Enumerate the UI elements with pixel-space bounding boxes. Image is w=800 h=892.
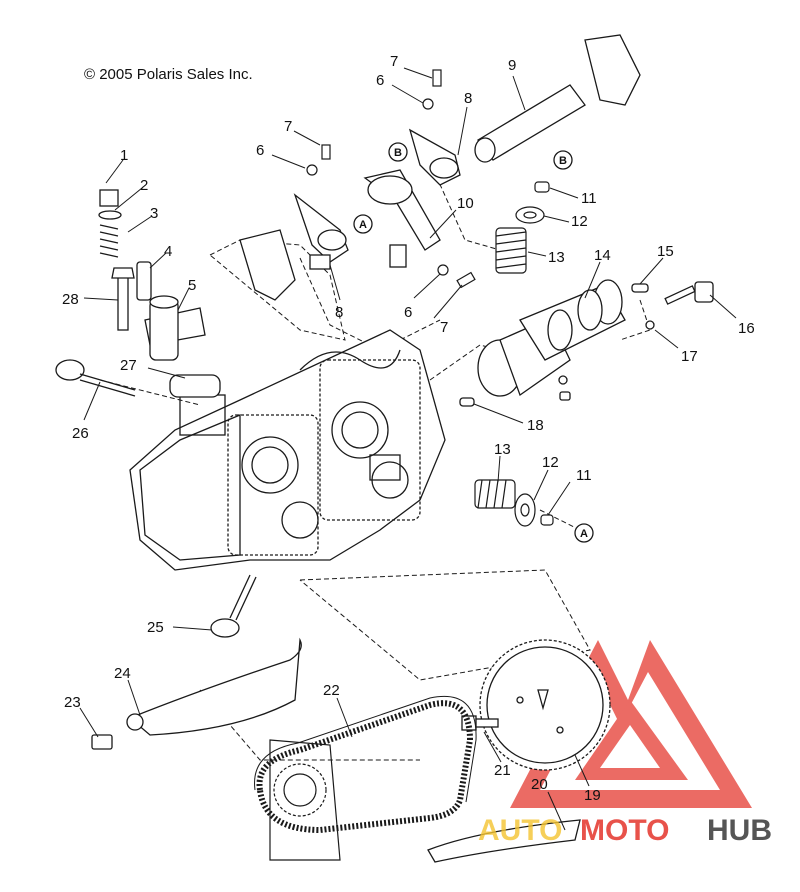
callout-18: 18	[527, 417, 544, 434]
callout-1: 1	[120, 147, 128, 164]
callout-22: 22	[323, 682, 340, 699]
valve-springs	[474, 181, 554, 527]
ref-marker-b-1: B	[394, 147, 402, 159]
callout-6-a: 6	[376, 72, 384, 89]
adjusters	[306, 69, 476, 289]
watermark-logo	[510, 640, 752, 808]
callout-8-a: 8	[464, 90, 472, 107]
callout-9: 9	[508, 57, 516, 74]
callout-3: 3	[150, 205, 158, 222]
callout-13-b: 13	[494, 441, 511, 458]
tensioner-assembly	[98, 189, 221, 398]
timing-chain-outline	[254, 695, 477, 803]
camshaft	[459, 279, 714, 407]
callout-16: 16	[738, 320, 755, 337]
crank-sprocket	[269, 739, 341, 861]
callout-26: 26	[72, 425, 89, 442]
callout-28: 28	[62, 291, 79, 308]
watermark-text: AUTO MOTO HUB	[478, 814, 772, 847]
cylinder-head	[129, 329, 446, 571]
callout-7-c: 7	[440, 319, 448, 336]
callout-15: 15	[657, 243, 674, 260]
callout-11-a: 11	[581, 190, 597, 207]
chain-guides	[91, 637, 581, 863]
cam-sprocket	[479, 639, 611, 771]
callout-6-b: 6	[256, 142, 264, 159]
callout-12-b: 12	[542, 454, 559, 471]
callout-19: 19	[584, 787, 601, 804]
ref-marker-b-2: B	[559, 155, 567, 167]
rocker-shaft	[239, 34, 641, 301]
ref-marker-a-2: A	[580, 528, 588, 540]
callout-5: 5	[188, 277, 196, 294]
ref-marker-a-1: A	[359, 219, 367, 231]
watermark-moto: MOTO	[580, 814, 669, 847]
callout-24: 24	[114, 665, 131, 682]
valves	[55, 359, 257, 638]
watermark-hub: HUB	[707, 814, 772, 847]
guide-lines	[99, 139, 651, 761]
callout-25: 25	[147, 619, 164, 636]
callout-4: 4	[164, 243, 172, 260]
callout-12-a: 12	[571, 213, 588, 230]
rocker-arms	[293, 128, 461, 270]
callout-21: 21	[494, 762, 511, 779]
callout-8-b: 8	[335, 304, 343, 321]
watermark-auto: AUTO	[478, 814, 562, 847]
callout-23: 23	[64, 694, 81, 711]
callout-20: 20	[531, 776, 548, 793]
callout-14: 14	[594, 247, 611, 264]
callout-2: 2	[140, 177, 148, 194]
callout-17: 17	[681, 348, 698, 365]
copyright-notice: © 2005 Polaris Sales Inc.	[84, 66, 253, 83]
callout-27: 27	[120, 357, 137, 374]
leader-lines	[79, 67, 737, 831]
callout-labels: 1 2 3 4 5 6 6 6 7 7 7 8 8 9 10 11 11 12 …	[62, 53, 755, 804]
callout-11-b: 11	[576, 467, 592, 484]
callout-7-b: 7	[284, 118, 292, 135]
ref-marker-labels: B A B A	[359, 147, 588, 540]
callout-6-c: 6	[404, 304, 412, 321]
callout-13-a: 13	[548, 249, 565, 266]
callout-10: 10	[457, 195, 474, 212]
callout-7-a: 7	[390, 53, 398, 70]
ref-markers	[353, 142, 594, 543]
timing-chain	[256, 700, 474, 834]
